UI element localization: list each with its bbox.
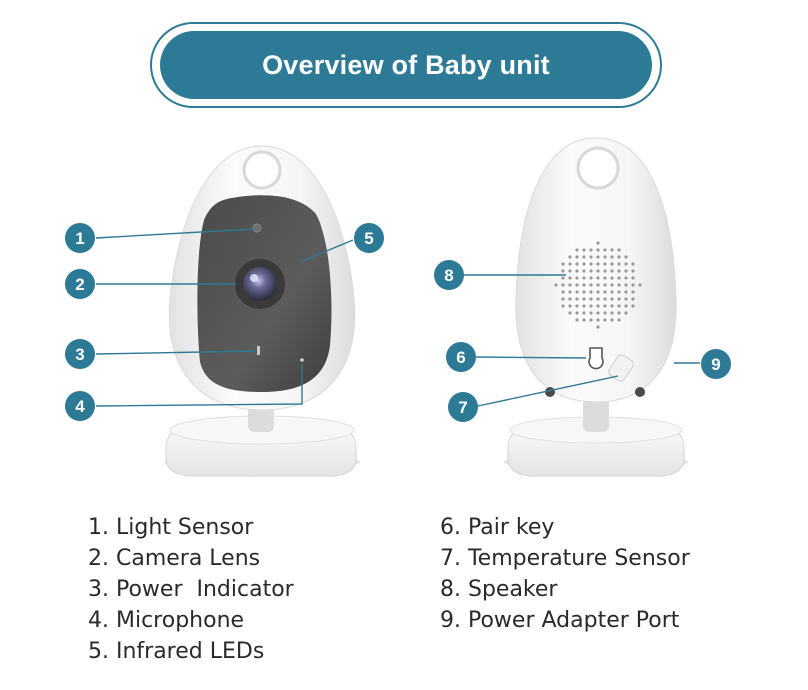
light-sensor-icon xyxy=(252,223,262,233)
svg-text:8: 8 xyxy=(444,266,453,285)
legend-item-temperature-sensor: 7. Temperature Sensor xyxy=(440,546,690,571)
callout-badge-4: 4 xyxy=(65,391,95,421)
page-title: Overview of Baby unit xyxy=(160,31,652,99)
legend-item-microphone: 4. Microphone xyxy=(88,608,245,633)
callout-badge-6: 6 xyxy=(446,342,476,372)
legend-item-power-indicator: 3. Power Indicator xyxy=(88,577,294,602)
callout-badge-2: 2 xyxy=(65,269,95,299)
legend-item-pair-key: 6. Pair key xyxy=(440,515,555,540)
front-camera-unit xyxy=(164,145,360,477)
svg-text:5: 5 xyxy=(364,229,373,248)
svg-text:4: 4 xyxy=(75,397,85,416)
svg-text:9: 9 xyxy=(711,355,720,374)
legend-item-camera-lens: 2. Camera Lens xyxy=(88,546,261,571)
legend-back-parts: 6. Pair key 7. Temperature Sensor 8. Spe… xyxy=(440,512,690,636)
microphone-icon xyxy=(300,358,304,362)
svg-text:2: 2 xyxy=(75,275,84,294)
callout-badge-3: 3 xyxy=(65,339,95,369)
svg-text:1: 1 xyxy=(75,229,84,248)
speaker-grille-icon xyxy=(554,241,642,329)
svg-text:7: 7 xyxy=(458,398,467,417)
callout-badge-8: 8 xyxy=(434,260,464,290)
legend-item-light-sensor: 1. Light Sensor xyxy=(88,515,254,540)
temperature-sensor-icon xyxy=(608,354,634,382)
callout-badge-5: 5 xyxy=(354,223,384,253)
callout-badge-9: 9 xyxy=(701,349,731,379)
power-indicator-icon xyxy=(257,346,260,355)
legend-item-infrared-leds: 5. Infrared LEDs xyxy=(88,639,265,664)
callout-badge-7: 7 xyxy=(448,392,478,422)
svg-text:6: 6 xyxy=(456,348,465,367)
legend-item-power-adapter-port: 9. Power Adapter Port xyxy=(440,608,680,633)
camera-lens-icon xyxy=(243,267,277,301)
baby-unit-diagram: 1 2 3 4 5 6 xyxy=(65,137,731,477)
legend-front-parts: 1. Light Sensor 2. Camera Lens 3. Power … xyxy=(88,512,294,667)
legend-item-speaker: 8. Speaker xyxy=(440,577,558,602)
back-camera-unit xyxy=(504,137,688,477)
callout-badge-1: 1 xyxy=(65,223,95,253)
pair-key-icon xyxy=(588,347,604,370)
svg-text:3: 3 xyxy=(75,345,84,364)
title-banner: Overview of Baby unit xyxy=(150,22,662,108)
